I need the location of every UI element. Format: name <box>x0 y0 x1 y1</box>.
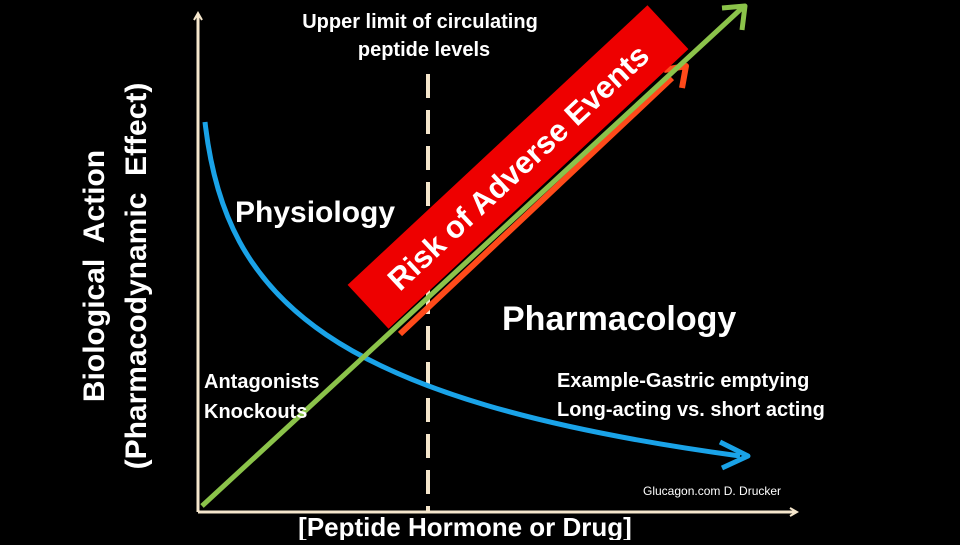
adverse-arrow-line <box>397 75 675 337</box>
risk-banner-text: Risk of Adverse Events <box>381 37 656 297</box>
physiology-label: Physiology <box>235 196 395 229</box>
pharmacology-line <box>200 6 744 508</box>
upper-limit-label-line2: peptide levels <box>358 39 490 61</box>
right-notes-line2: Long-acting vs. short acting <box>557 399 825 421</box>
pharmacology-line-head <box>721 3 748 31</box>
y-axis-label-line2: (Pharmacodynamic Effect) <box>120 83 153 470</box>
adverse-arrow-head <box>663 63 689 89</box>
pharmacology-label: Pharmacology <box>502 300 736 338</box>
upper-limit-label-line1: Upper limit of circulating <box>302 11 538 33</box>
y-axis-label-line1: Biological Action <box>78 150 111 402</box>
left-notes-line1: Antagonists <box>204 371 320 393</box>
right-notes-line1: Example-Gastric emptying <box>557 370 809 392</box>
physiology-curve <box>202 121 741 459</box>
y-axis-label: Biological Action (Pharmacodynamic Effec… <box>78 83 153 470</box>
curve-arrowhead <box>718 439 751 471</box>
left-notes-line2: Knockouts <box>204 401 307 423</box>
x-axis-label: [Peptide Hormone or Drug] <box>298 512 632 540</box>
attribution: Glucagon.com D. Drucker <box>643 484 781 498</box>
